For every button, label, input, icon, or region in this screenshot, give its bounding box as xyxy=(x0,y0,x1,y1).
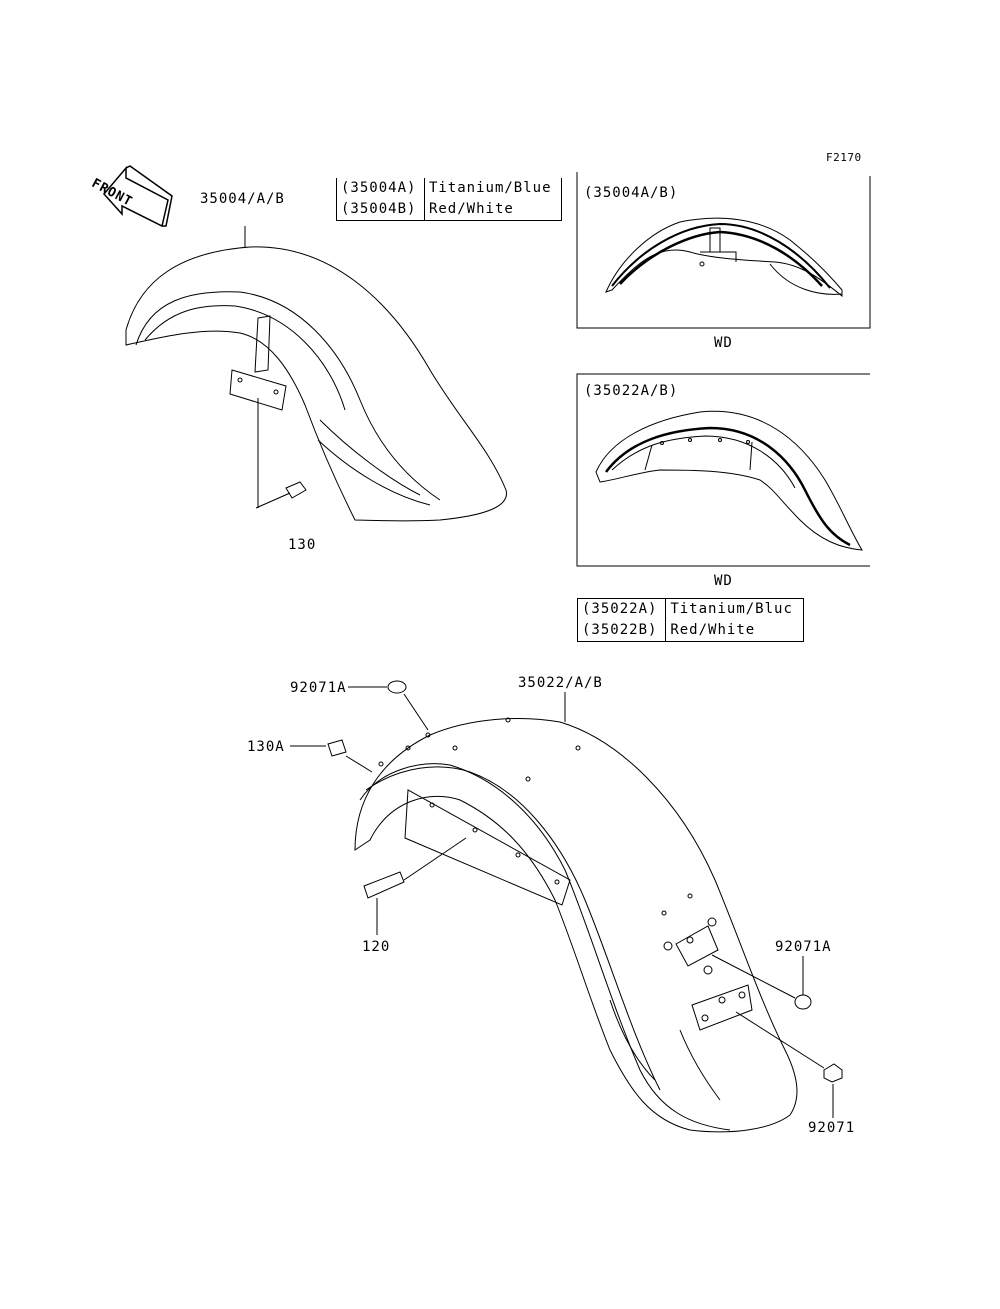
rear-fender-drawing xyxy=(290,680,843,1133)
part-label-front-fender: 35004/A/B xyxy=(200,191,285,207)
table-row: (35004A) Titanium/Blue xyxy=(336,178,562,199)
part-label-130A: 130A xyxy=(247,739,285,755)
table-row: (35022A) Titanium/Bluc xyxy=(577,598,804,620)
part-label-bolt-130: 130 xyxy=(288,537,317,553)
front-fender-drawing xyxy=(125,226,507,522)
table-row: (35004B) Red/White xyxy=(336,199,562,221)
part-label-92071A-top: 92071A xyxy=(290,680,347,696)
detail-rear-caption: WD xyxy=(714,573,733,589)
table-cell-color: Titanium/Bluc xyxy=(670,601,793,617)
figure-code: F2170 xyxy=(826,151,862,164)
table-cell-color: Red/White xyxy=(670,622,756,638)
detail-box-rear xyxy=(576,373,870,567)
rear-color-table: (35022A) Titanium/Bluc (35022B) Red/Whit… xyxy=(577,598,804,642)
table-cell-code: (35022B) xyxy=(577,620,667,642)
detail-front-caption: WD xyxy=(714,335,733,351)
table-cell-color: Titanium/Blue xyxy=(428,180,552,196)
detail-front-title: (35004A/B) xyxy=(584,185,679,201)
table-cell-code: (35022A) xyxy=(577,598,667,620)
table-row: (35022B) Red/White xyxy=(577,620,804,642)
detail-rear-title: (35022A/B) xyxy=(584,383,679,399)
part-label-92071: 92071 xyxy=(808,1120,856,1136)
front-color-table: (35004A) Titanium/Blue (35004B) Red/Whit… xyxy=(336,178,562,221)
table-cell-color: Red/White xyxy=(428,201,514,217)
detail-box-front xyxy=(576,172,871,329)
part-label-92071A-right: 92071A xyxy=(775,939,832,955)
front-arrow-icon xyxy=(103,165,173,228)
table-cell-code: (35004B) xyxy=(336,199,425,221)
part-label-rear-fender: 35022/A/B xyxy=(518,675,603,691)
part-label-120: 120 xyxy=(362,939,391,955)
table-cell-code: (35004A) xyxy=(336,178,425,199)
